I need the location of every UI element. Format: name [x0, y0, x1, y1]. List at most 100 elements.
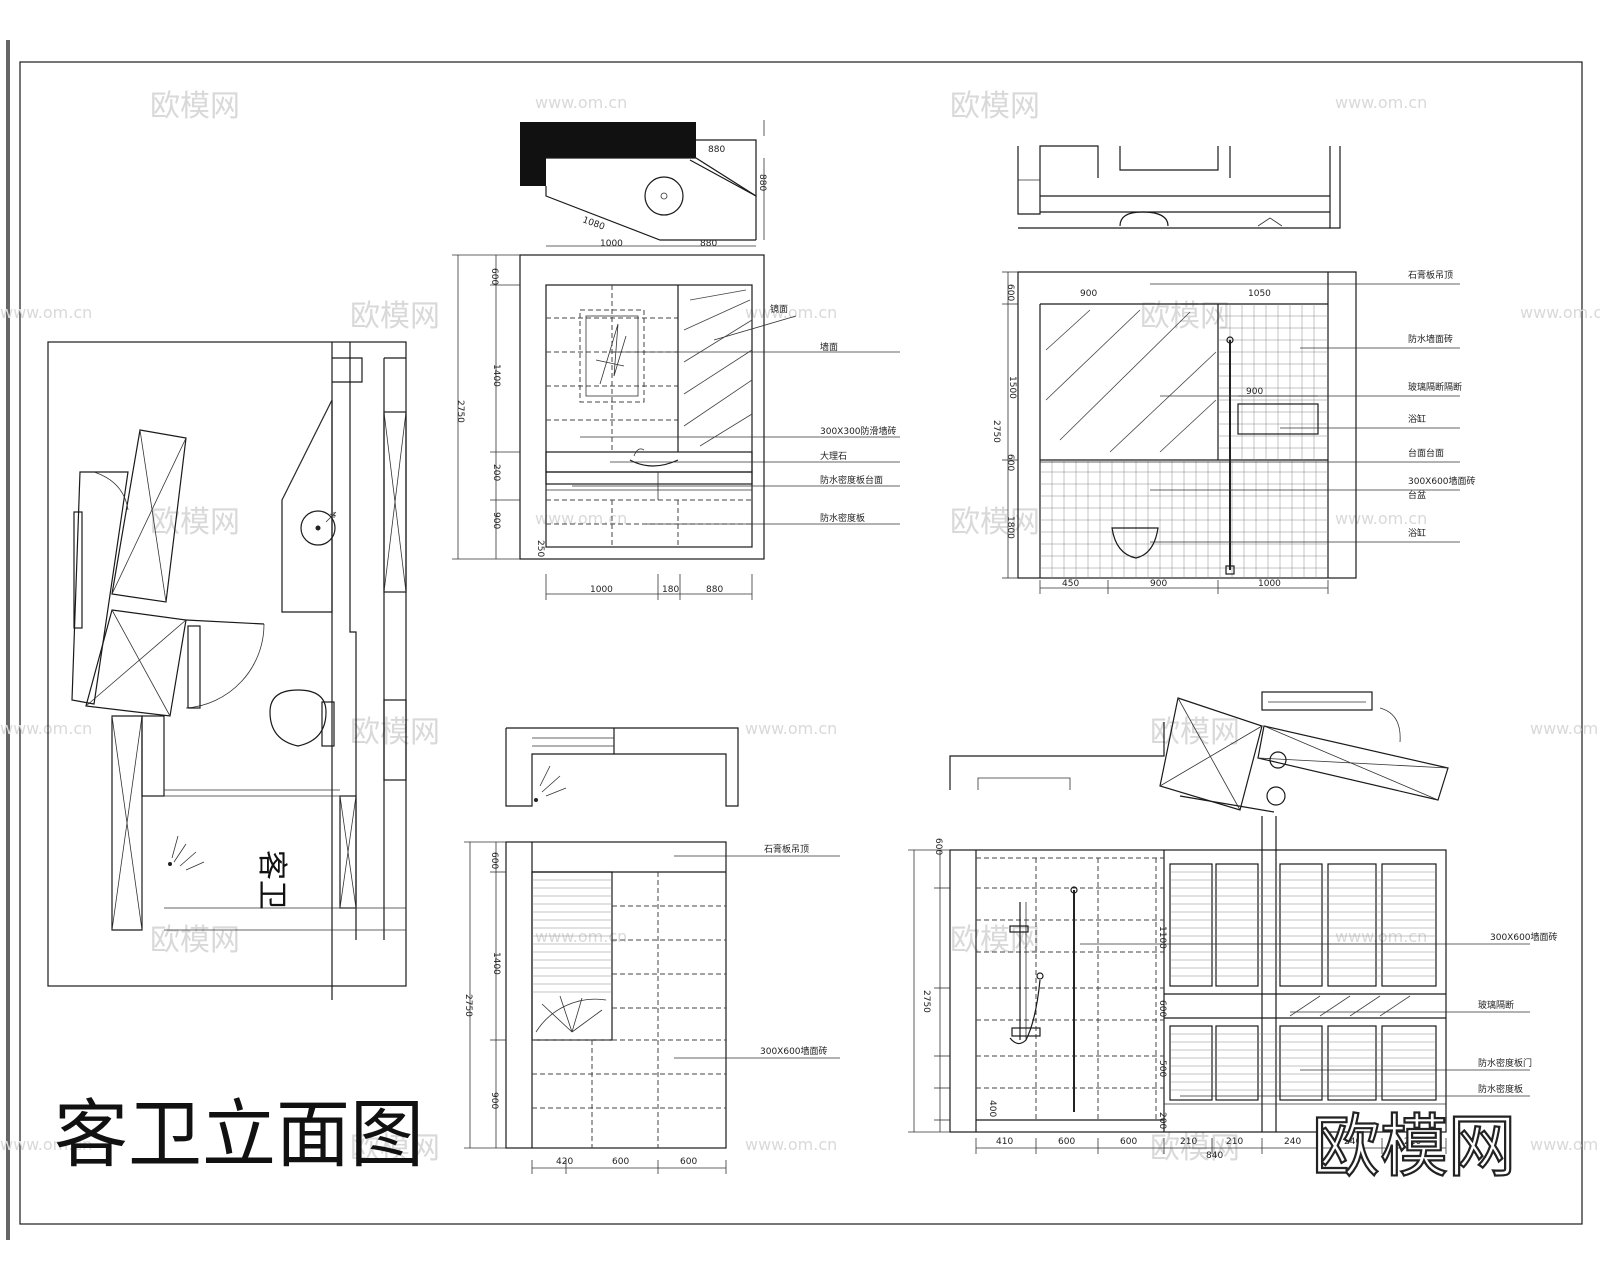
watermark-url: www.om.cn [1530, 719, 1600, 738]
dimension-label: 2750 [921, 990, 931, 1013]
dimension-label: 防水密度板门 [1478, 1057, 1532, 1069]
watermark-text: 欧模网 [150, 923, 240, 958]
watermark-url: www.om.cn [745, 303, 837, 322]
elevation-c: 600 1400 900 2750 420 600 600 石膏板吊顶 300X… [463, 727, 840, 1174]
dimension-label: 玻璃隔断隔断 [1408, 381, 1462, 393]
dimension-label: 1400 [491, 364, 501, 387]
dimension-label: 1000 [590, 585, 613, 595]
watermark-url: www.om.cn [1335, 93, 1427, 112]
dimension-label: 880 [757, 174, 767, 191]
dimension-label: 防水密度板 [1478, 1083, 1523, 1095]
watermark-url: www.om.cn [745, 719, 837, 738]
dimension-label: 防水密度板台面 [820, 474, 883, 486]
watermark-text: 欧模网 [1150, 715, 1240, 750]
watermark-url: www.om.cn [1530, 1135, 1600, 1154]
watermark-url: www.om.cn [745, 1135, 837, 1154]
dimension-label: 防水密度板 [820, 512, 865, 524]
elevation-a: 880 1000 880 1080 880 [452, 120, 900, 600]
dimension-label: 880 [708, 145, 725, 155]
dimension-label: 300X600墙面砖 [1490, 931, 1558, 943]
dimension-label: 玻璃隔断 [1478, 999, 1514, 1011]
dimension-label: 1100 [1157, 926, 1167, 949]
dimension-label: 880 [700, 239, 717, 249]
watermark-text: 欧模网 [350, 1131, 440, 1166]
dimension-label: 镜面 [770, 303, 788, 315]
watermark-text: 欧模网 [950, 923, 1040, 958]
dimension-label: 420 [556, 1157, 573, 1167]
dimension-label: 1800 [1005, 516, 1015, 539]
watermark-text: 欧模网 [150, 505, 240, 540]
watermark-text: 欧模网 [350, 299, 440, 334]
sheet-frame [6, 40, 1583, 1240]
dimension-label: 400 [987, 1100, 997, 1117]
watermark-url: www.om.cn [535, 93, 627, 112]
dimension-label: 180 [662, 585, 679, 595]
watermark-text: 欧模网 [1150, 1131, 1240, 1166]
dimension-label: 2750 [463, 994, 473, 1017]
dimension-label: 防水墙面砖 [1408, 333, 1453, 345]
elevation-d: 600 1100 600 500 400 200 2750 410 600 60… [908, 691, 1558, 1161]
watermark-url: www.om.cn [0, 719, 92, 738]
dimension-label: 880 [706, 585, 723, 595]
dimension-label: 600 [1157, 1000, 1167, 1017]
watermark-url: www.om.cn [1335, 509, 1427, 528]
dimension-label: 300X300防滑墙砖 [820, 425, 897, 437]
dimension-label: 1500 [1007, 376, 1017, 399]
dimension-label: 500 [1157, 1060, 1167, 1077]
dimension-label: 1000 [1258, 579, 1281, 589]
watermark-text: 欧模网 [150, 89, 240, 124]
dimension-label: 210 [1180, 1137, 1197, 1147]
dimension-label: 1000 [600, 239, 623, 249]
dimension-label: 浴缸 [1408, 413, 1426, 425]
dimension-label: 300X600墙面砖 [1408, 475, 1476, 487]
watermark-url: www.om.cn [535, 509, 627, 528]
watermark-text: 欧模网 [950, 505, 1040, 540]
dimension-label: 600 [680, 1157, 697, 1167]
dimension-label: 2750 [455, 400, 465, 423]
dimension-label: 600 [1058, 1137, 1075, 1147]
dimension-label: 1400 [491, 952, 501, 975]
dimension-label: 600 [489, 852, 499, 869]
watermark-url: www.om.cn [0, 1135, 92, 1154]
brand-logo: 欧模网 [1312, 1108, 1516, 1187]
watermark-text: 欧模网 [350, 715, 440, 750]
dimension-label: 410 [996, 1137, 1013, 1147]
louvre-doors [1169, 863, 1437, 1101]
watermark-url: www.om.cn [1520, 303, 1600, 322]
dimension-label: 300X600墙面砖 [760, 1045, 828, 1057]
elevation-b: 600 1500 600 1800 2750 450 900 1000 900 … [991, 145, 1476, 594]
dimension-label: 900 [491, 512, 501, 529]
dimension-label: 石膏板吊顶 [1408, 269, 1453, 281]
drawing-title: 客卫立面图 [54, 1092, 424, 1178]
dimension-label: 大理石 [820, 450, 847, 462]
dimension-label: 200 [1157, 1112, 1167, 1129]
dimension-label: 600 [489, 268, 499, 285]
watermark-text: 欧模网 [950, 89, 1040, 124]
dimension-label: 210 [1226, 1137, 1243, 1147]
dimension-label: 600 [1120, 1137, 1137, 1147]
dimension-label: 840 [1206, 1151, 1223, 1161]
dimension-label: 250 [535, 540, 545, 557]
dimension-label: 900 [489, 1092, 499, 1109]
dimension-label: 600 [933, 838, 943, 855]
dimension-label: 240 [1344, 1137, 1361, 1147]
watermark-url: www.om.cn [1335, 927, 1427, 946]
dimension-label: 450 [1062, 579, 1079, 589]
dimension-label: 900 [1150, 579, 1167, 589]
watermarks: 欧模网 www.om.cn 欧模网 www.om.cn www.om.cn 欧模… [0, 89, 1600, 1166]
dimension-label: 台盆 [1408, 489, 1426, 501]
room-label: 客卫 [254, 850, 289, 910]
dimension-label: 600 [1005, 454, 1015, 471]
dimension-label: 墙面 [820, 341, 838, 353]
dimension-label: 900 [1080, 289, 1097, 299]
dimension-label: 600 [612, 1157, 629, 1167]
dimension-label: 200 [491, 464, 501, 481]
dimension-label: 900 [1246, 387, 1263, 397]
dimension-label: 1050 [1248, 289, 1271, 299]
dimension-label: 台面台面 [1408, 447, 1444, 459]
watermark-url: www.om.cn [535, 927, 627, 946]
dimension-label: 浴缸 [1408, 527, 1426, 539]
dimension-label: 石膏板吊顶 [764, 843, 809, 855]
dimension-label: 2750 [991, 420, 1001, 443]
